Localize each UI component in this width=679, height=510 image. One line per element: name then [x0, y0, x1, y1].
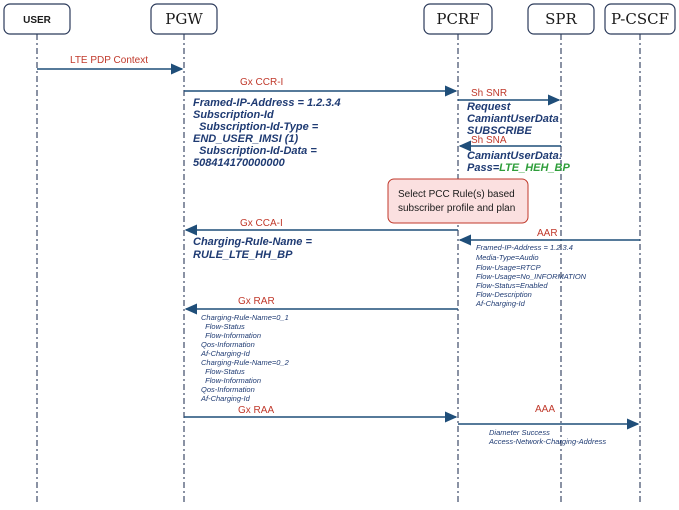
- actor-spr: SPR: [527, 3, 595, 35]
- msg-sh-snr-label: Sh SNR: [471, 88, 507, 99]
- msg-aaa-label: AAA: [535, 404, 555, 415]
- note-snr-line: SUBSCRIBE: [467, 125, 532, 137]
- actor-pcrf-label: PCRF: [436, 10, 479, 28]
- actor-user: USER: [3, 3, 71, 35]
- note-cca: Charging-Rule-Name = RULE_LTE_HH_BP: [193, 236, 312, 261]
- note-rar-line: Flow-Information: [201, 376, 261, 385]
- note-ccr-line: 508414170000000: [193, 157, 286, 169]
- note-rar-line: Charging-Rule-Name=0_2: [201, 358, 290, 367]
- note-rar: Charging-Rule-Name=0_1 Flow-Status Flow-…: [200, 313, 290, 403]
- actor-pcscf: P-CSCF: [604, 3, 676, 35]
- msg-gx-raa-label: Gx RAA: [238, 405, 274, 416]
- note-aar-line: Flow-Description: [476, 290, 532, 299]
- note-aar-line: Flow-Usage=RTCP: [476, 263, 541, 272]
- note-aaa: Diameter Success Access-Network-Charging…: [488, 428, 606, 446]
- note-aar-line: Media-Type=Audio: [476, 253, 539, 262]
- note-aar-line: Flow-Usage=No_INFORMATION: [476, 272, 587, 281]
- note-snr-line: Request: [467, 101, 512, 113]
- pcc-decision-line: subscriber profile and plan: [398, 203, 515, 214]
- note-ccr-line: END_USER_IMSI (1): [193, 133, 298, 145]
- note-sna-pass: Pass=LTE_HEH_BP: [467, 162, 570, 174]
- note-aar-line: Flow-Status=Enabled: [476, 281, 548, 290]
- msg-gx-cca-i-label: Gx CCA-I: [240, 218, 283, 229]
- note-cca-line: Charging-Rule-Name =: [193, 236, 312, 248]
- actor-pgw: PGW: [150, 3, 218, 35]
- note-rar-line: Flow-Status: [201, 322, 245, 331]
- note-rar-line: Flow-Status: [201, 367, 245, 376]
- actor-pcscf-label: P-CSCF: [611, 10, 669, 28]
- note-snr: Request CamiantUserData SUBSCRIBE: [467, 101, 559, 137]
- note-ccr-line: Subscription-Id-Data =: [193, 145, 317, 157]
- note-rar-line: Flow-Information: [201, 331, 261, 340]
- note-sna-pass-prefix: Pass=: [467, 162, 500, 174]
- msg-aar-label: AAR: [537, 228, 558, 239]
- note-aaa-line: Diameter Success: [489, 428, 550, 437]
- note-rar-line: Af-Charging-Id: [200, 349, 251, 358]
- note-sna-pass-value: LTE_HEH_BP: [499, 162, 570, 174]
- note-sna-label: CamiantUserData:: [467, 150, 563, 162]
- actor-pgw-label: PGW: [165, 10, 203, 28]
- msg-sh-sna-label: Sh SNA: [471, 135, 507, 146]
- pcc-decision-box: Select PCC Rule(s) based subscriber prof…: [387, 178, 529, 224]
- pcc-decision-line: Select PCC Rule(s) based: [398, 189, 515, 200]
- note-ccr: Framed-IP-Address = 1.2.3.4 Subscription…: [193, 97, 341, 169]
- note-aar-line: Af-Charging-Id: [475, 299, 526, 308]
- msg-gx-rar-label: Gx RAR: [238, 296, 275, 307]
- note-rar-line: Charging-Rule-Name=0_1: [201, 313, 289, 322]
- actor-user-label: USER: [23, 15, 52, 26]
- actor-spr-label: SPR: [545, 10, 577, 28]
- note-ccr-line: Subscription-Id-Type =: [193, 121, 319, 133]
- note-sna: CamiantUserData: Pass=LTE_HEH_BP: [467, 150, 570, 174]
- note-ccr-line: Subscription-Id: [193, 109, 274, 121]
- msg-lte-pdp-label: LTE PDP Context: [70, 55, 148, 66]
- note-rar-line: Af-Charging-Id: [200, 394, 251, 403]
- note-ccr-line: Framed-IP-Address = 1.2.3.4: [193, 97, 341, 109]
- note-cca-line: RULE_LTE_HH_BP: [193, 249, 293, 261]
- msg-gx-ccr-i-label: Gx CCR-I: [240, 77, 283, 88]
- note-aar: Framed-IP-Address = 1.2.3.4 Media-Type=A…: [475, 243, 587, 308]
- note-aar-line: Framed-IP-Address = 1.2.3.4: [476, 243, 573, 252]
- actor-pcrf: PCRF: [423, 3, 493, 35]
- note-snr-line: CamiantUserData: [467, 113, 559, 125]
- note-rar-line: Qos-Information: [201, 340, 255, 349]
- note-aaa-line: Access-Network-Charging-Address: [488, 437, 606, 446]
- note-rar-line: Qos-Information: [201, 385, 255, 394]
